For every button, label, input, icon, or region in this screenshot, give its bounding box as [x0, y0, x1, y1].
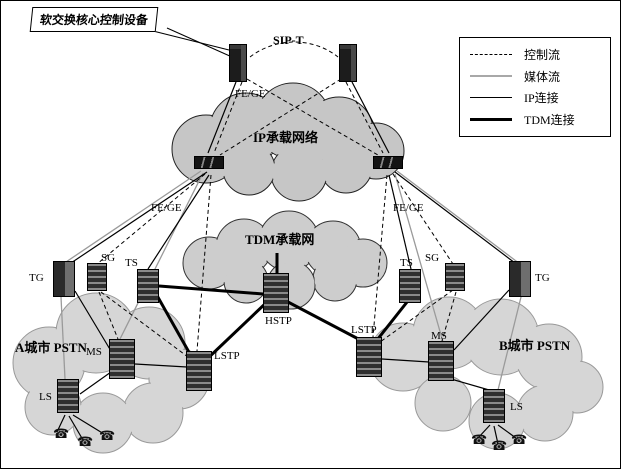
callout-softswitch-core: 软交换核心控制设备 — [29, 7, 159, 32]
dashed-line-icon — [470, 54, 512, 56]
router-icon-left — [194, 156, 224, 169]
ts-icon-right — [399, 269, 421, 303]
callout-pointer-lines — [152, 27, 233, 58]
label-ts-left: TS — [125, 257, 138, 269]
sg-gateway-icon-right — [445, 263, 465, 291]
label-ts-right: TS — [400, 257, 413, 269]
ls-icon-left — [57, 379, 79, 413]
lstp-icon-right — [356, 337, 382, 377]
ip-cloud — [171, 82, 405, 202]
label-ip-cloud: IP承载网络 — [253, 130, 319, 145]
label-lstp-left: LSTP — [214, 350, 240, 362]
media-flow-lines — [60, 170, 522, 391]
legend-item-control-flow: 控制流 — [470, 46, 600, 63]
ms-icon-right — [428, 341, 454, 381]
label-sip-t: SIP-T — [273, 33, 304, 47]
legend-label: TDM连接 — [524, 112, 575, 127]
label-fege-top: FE/GE — [235, 88, 266, 100]
label-pstn-a: A城市 PSTN — [15, 340, 87, 355]
label-sg-left: SG — [101, 252, 116, 264]
sg-gateway-icon-left — [87, 263, 107, 291]
legend-label: 媒体流 — [524, 69, 561, 84]
label-sg-right: SG — [425, 252, 440, 264]
control-flow-lines — [96, 41, 457, 358]
legend-item-ip-connection: IP连接 — [470, 89, 600, 106]
router-icon-right — [373, 156, 403, 169]
tdm-connection-lines — [153, 253, 413, 362]
tg-gateway-icon-left — [53, 261, 75, 297]
label-pstn-b: B城市 PSTN — [499, 338, 571, 353]
ms-icon-left — [109, 339, 135, 379]
gray-line-icon — [470, 75, 512, 78]
thick-line-icon — [470, 117, 512, 121]
legend-label: 控制流 — [524, 48, 561, 63]
label-tg-right: TG — [535, 272, 550, 284]
phone-icon: ☎ — [53, 426, 70, 441]
label-lstp-right: LSTP — [351, 324, 377, 336]
lstp-icon-left — [186, 351, 212, 391]
solid-line-icon — [470, 97, 512, 99]
ts-icon-left — [137, 269, 159, 303]
legend-label: IP连接 — [524, 91, 559, 106]
legend: 控制流 媒体流 IP连接 TDM连接 — [459, 37, 611, 137]
label-fege-left: FE/GE — [151, 202, 182, 214]
phone-icon: ☎ — [511, 432, 528, 447]
softswitch-server-icon-left — [229, 44, 247, 82]
label-ls-left: LS — [39, 391, 52, 403]
label-hstp: HSTP — [265, 315, 292, 327]
label-ls-right: LS — [510, 401, 523, 413]
softswitch-server-icon-right — [339, 44, 357, 82]
phone-icon: ☎ — [77, 434, 94, 449]
label-tdm-cloud: TDM承载网 — [245, 232, 315, 247]
phone-icon: ☎ — [491, 438, 508, 453]
phone-icon: ☎ — [471, 432, 488, 447]
label-tg-left: TG — [29, 272, 44, 284]
phone-icon: ☎ — [99, 428, 116, 443]
label-ms-left: MS — [86, 346, 102, 358]
pstn-b-cloud — [368, 296, 604, 450]
ls-icon-right — [483, 389, 505, 423]
hstp-icon — [263, 273, 289, 313]
legend-item-tdm-connection: TDM连接 — [470, 111, 600, 128]
tg-gateway-icon-right — [509, 261, 531, 297]
legend-item-media-flow: 媒体流 — [470, 68, 600, 85]
label-ms-right: MS — [431, 330, 447, 342]
label-fege-right: FE/GE — [393, 202, 424, 214]
